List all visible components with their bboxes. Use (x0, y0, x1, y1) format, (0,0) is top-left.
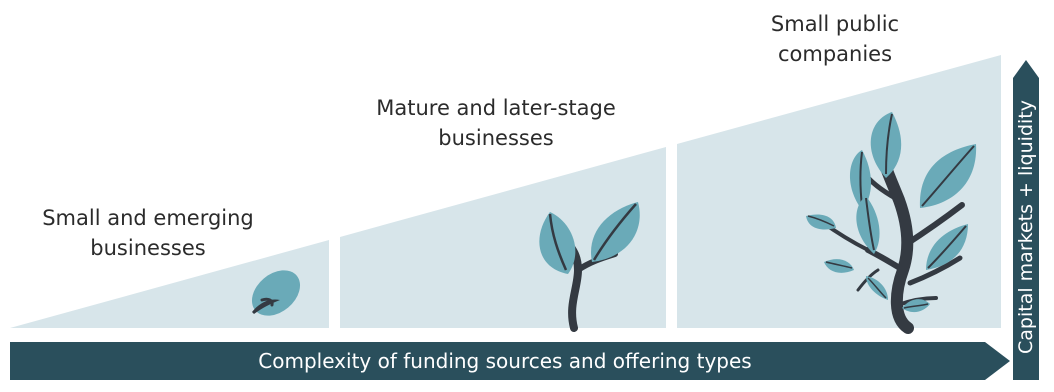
vertical-arrow-label: Capital markets + liquidity (1015, 100, 1037, 354)
growth-diagram: Small and emerging businesses Mature and… (10, 9, 1039, 380)
stage-label-line: companies (777, 42, 893, 66)
vertical-arrow (1013, 60, 1039, 380)
stage-label-line: Mature and later-stage (376, 96, 616, 120)
stage-label-line: Small and emerging (42, 206, 254, 230)
horizontal-arrow-label: Complexity of funding sources and offeri… (258, 349, 752, 373)
wedge-segment-small-emerging (10, 240, 329, 328)
wedge-segment-mature (340, 147, 666, 328)
horizontal-arrow (10, 342, 1010, 380)
stage-label-public: Small public companies (740, 9, 930, 69)
stage-label-small-emerging: Small and emerging businesses (30, 203, 266, 263)
growth-diagram-graphic (10, 55, 1039, 380)
stage-label-line: Small public (770, 12, 900, 36)
stage-label-line: businesses (90, 236, 206, 260)
sprout-icon (539, 202, 640, 332)
stage-label-line: businesses (438, 126, 554, 150)
stage-label-mature: Mature and later-stage businesses (360, 93, 632, 153)
wedge-segment-public (677, 55, 1001, 328)
tree-icon (806, 112, 977, 334)
seed-icon (251, 270, 301, 316)
